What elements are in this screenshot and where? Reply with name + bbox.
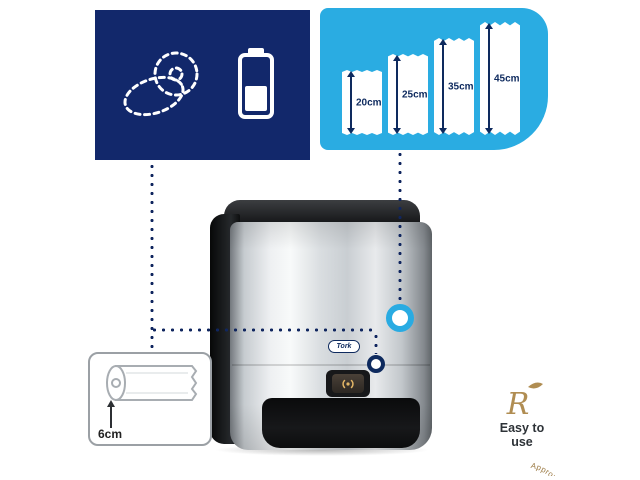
dispenser: Tork [210, 200, 432, 456]
hand-wave-icon [342, 379, 354, 388]
hand-sensor [326, 370, 370, 397]
badge-title-line2: use [511, 435, 533, 449]
torn-paper-shape [342, 70, 382, 135]
length-label: 25cm [402, 89, 428, 100]
length-arrow [393, 55, 401, 134]
badge-leaf-icon [528, 382, 543, 389]
length-arrow [485, 23, 493, 134]
length-arrow [347, 71, 355, 134]
paper-strip: 45cm [480, 22, 520, 135]
length-label: 45cm [494, 73, 520, 84]
paper-strip: 20cm [342, 70, 382, 135]
roll-size-callout: 6cm [88, 352, 212, 446]
indicator-point-marker [367, 355, 385, 373]
paper-roll-icon [106, 365, 198, 401]
badge-monogram: R [506, 387, 530, 422]
roll-width-label: 6cm [98, 427, 123, 441]
brand-logo: Tork [328, 340, 360, 353]
torn-paper-shape [388, 54, 428, 135]
dotted-connector-drop [374, 332, 378, 354]
badge-title-line1: Easy to [500, 421, 545, 435]
torn-paper-shape [434, 38, 474, 135]
torn-paper-shape [480, 22, 520, 135]
sheet-length-box: 20cm 25cm 35cm 45cm [320, 8, 548, 150]
badge-curved-text: Approved by the Swedish Rheumatism Assoc… [470, 461, 574, 476]
dotted-connector-lengths [398, 150, 402, 304]
length-arrow [439, 39, 447, 134]
battery-icon [238, 48, 274, 119]
dispenser-towel-opening [262, 398, 420, 448]
paper-roll-refill-icon [123, 51, 199, 117]
length-label: 20cm [356, 97, 382, 108]
length-label: 35cm [448, 81, 474, 92]
paper-strip: 35cm [434, 38, 474, 135]
dotted-connector-indicators [150, 162, 154, 352]
paper-strip: 25cm [388, 54, 428, 135]
dispenser-seam [232, 364, 430, 366]
brand-logo-text: Tork [336, 343, 352, 350]
approval-badge: Approved by the Swedish Rheumatism Assoc… [470, 382, 574, 476]
roll-width-arrow [107, 400, 115, 428]
dotted-connector-to-sensor [150, 328, 378, 332]
feature-box-indicators [95, 10, 310, 160]
length-setting-marker [386, 304, 414, 332]
sensor-window [332, 374, 364, 393]
